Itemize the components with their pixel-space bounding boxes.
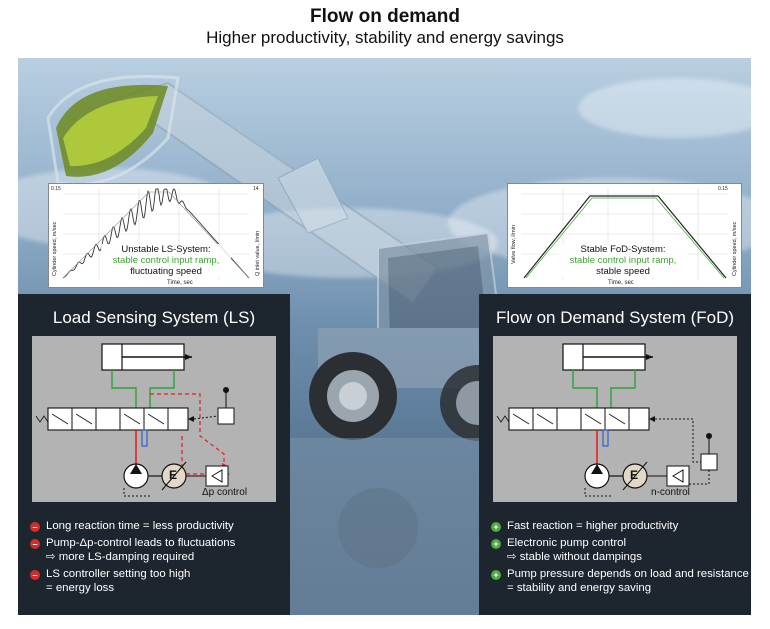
page-subtitle: Higher productivity, stability and energ… xyxy=(206,28,564,47)
ls-ylabel: Cylinder speed, m/sec xyxy=(52,221,58,276)
page-title: Flow on demand xyxy=(310,6,460,27)
ls-caption-line2: stable control input ramp, xyxy=(112,255,220,266)
bullet-item: + Electronic pump control⇨ stable without… xyxy=(491,537,749,564)
ls-schematic: E Δp control xyxy=(32,336,276,502)
bullet-item: –Pump-Δp-control leads to fluctuations⇨ … xyxy=(30,537,288,564)
ls-chart-caption: Unstable LS-System: stable control input… xyxy=(101,244,231,277)
fod-panel-title: Flow on Demand System (FoD) xyxy=(495,308,735,327)
plus-bullet-icon: + xyxy=(491,539,501,550)
fod-caption-line2: stable control input ramp, xyxy=(569,255,677,266)
bullet-item: + Pump pressure depends on load and resis… xyxy=(491,568,749,595)
bullet-text: Fast reaction = higher productivity xyxy=(507,520,679,532)
plus-bullet-icon: + xyxy=(491,522,501,532)
bullet-subtext: ⇨ more LS-damping required xyxy=(46,550,195,563)
fod-caption-line3: stable speed xyxy=(596,266,650,277)
ls-xlabel: Time, sec xyxy=(167,280,193,286)
ls-fluctuating-speed-line xyxy=(62,188,250,279)
ls-tick-top-right: 14 xyxy=(253,186,259,192)
bullet-item: –LS controller setting too high= energy … xyxy=(30,568,288,595)
fod-caption-line1: Stable FoD-System: xyxy=(580,244,666,255)
ls-panel-title: Load Sensing System (LS) xyxy=(52,308,256,327)
ls-pump-motor-label: E xyxy=(169,468,178,482)
fod-xlabel: Time, sec xyxy=(608,280,634,286)
fod-panel: Flow on Demand System (FoD) xyxy=(479,294,751,615)
bullet-text: Electronic pump control xyxy=(507,537,627,550)
fod-pump-motor-label: E xyxy=(630,468,639,482)
bullet-item: + Fast reaction = higher productivity xyxy=(491,520,749,533)
fod-ylabel: Valve flow, l/min xyxy=(511,224,517,264)
fod-stable-speed-line xyxy=(523,195,727,279)
bullet-subtext: = energy loss xyxy=(46,581,115,594)
fod-y2label: Cylinder speed, m/sec xyxy=(732,221,738,276)
bullet-item: –Long reaction time = less productivity xyxy=(30,520,288,533)
ls-control-label: Δp control xyxy=(202,487,248,498)
bullet-subtext: = stability and energy saving xyxy=(507,581,652,594)
ls-caption-line3: fluctuating speed xyxy=(130,266,202,277)
fod-bullet-list: + Fast reaction = higher productivity + Ele… xyxy=(491,520,749,599)
ls-y2label: Q inlet value, l/min xyxy=(255,230,261,276)
bullet-text: LS controller setting too high xyxy=(46,568,191,581)
plus-bullet-icon: + xyxy=(491,570,501,581)
bullet-text: Pump-Δp-control leads to fluctuations xyxy=(46,537,236,550)
minus-bullet-icon: – xyxy=(30,522,40,532)
minus-bullet-icon: – xyxy=(30,539,40,550)
fod-control-label: n-control xyxy=(651,487,690,498)
ls-bullet-list: –Long reaction time = less productivity–… xyxy=(30,520,288,599)
ls-speed-chart: 0.15 14 Cylinder speed, m/sec Q inlet va… xyxy=(48,183,264,288)
bullet-text: Long reaction time = less productivity xyxy=(46,520,234,532)
ls-hydraulic-diagram xyxy=(35,343,235,497)
bullet-text: Pump pressure depends on load and resist… xyxy=(507,568,749,581)
ls-panel: Load Sensing System (LS) xyxy=(18,294,290,615)
fod-input-ramp-line xyxy=(525,197,725,279)
fod-speed-chart: 0.15 Valve flow, l/min Cylinder speed, m… xyxy=(507,183,742,288)
fod-chart-caption: Stable FoD-System: stable control input … xyxy=(558,244,688,277)
bullet-subtext: ⇨ stable without dampings xyxy=(507,550,642,563)
ls-tick-top: 0.15 xyxy=(51,186,61,192)
ls-caption-line1: Unstable LS-System: xyxy=(121,244,211,255)
minus-bullet-icon: – xyxy=(30,570,40,581)
fod-tick-top: 0.15 xyxy=(718,186,728,192)
fod-hydraulic-diagram xyxy=(496,343,718,497)
fod-schematic: E n-control xyxy=(493,336,737,502)
ls-input-ramp-line xyxy=(62,191,250,279)
